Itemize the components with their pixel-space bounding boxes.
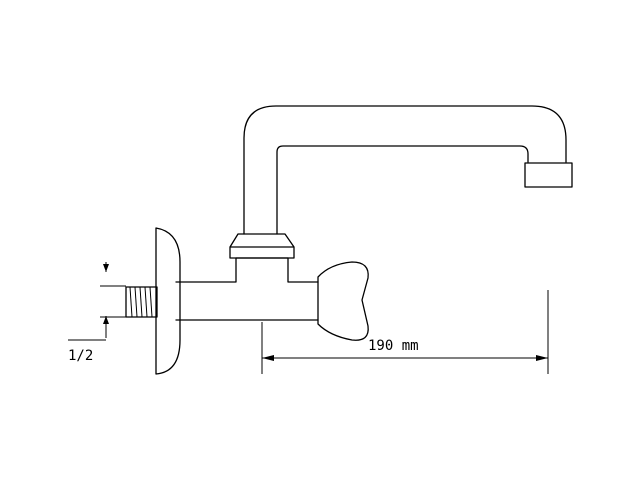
- thread-dimension: 1/2: [68, 262, 126, 364]
- aerator: [524, 162, 573, 188]
- hex-nut: [229, 233, 295, 259]
- valve-handle: [317, 261, 369, 341]
- spout-inner: [276, 145, 529, 235]
- spout-outer: [243, 105, 567, 235]
- threaded-inlet: [125, 286, 158, 318]
- reach-dimension: 190 mm: [261, 290, 549, 374]
- wall-flange: [155, 227, 181, 375]
- reach-dimension-label: 190 mm: [368, 338, 419, 354]
- thread-dimension-label: 1/2: [68, 348, 93, 364]
- valve-body: [175, 257, 319, 321]
